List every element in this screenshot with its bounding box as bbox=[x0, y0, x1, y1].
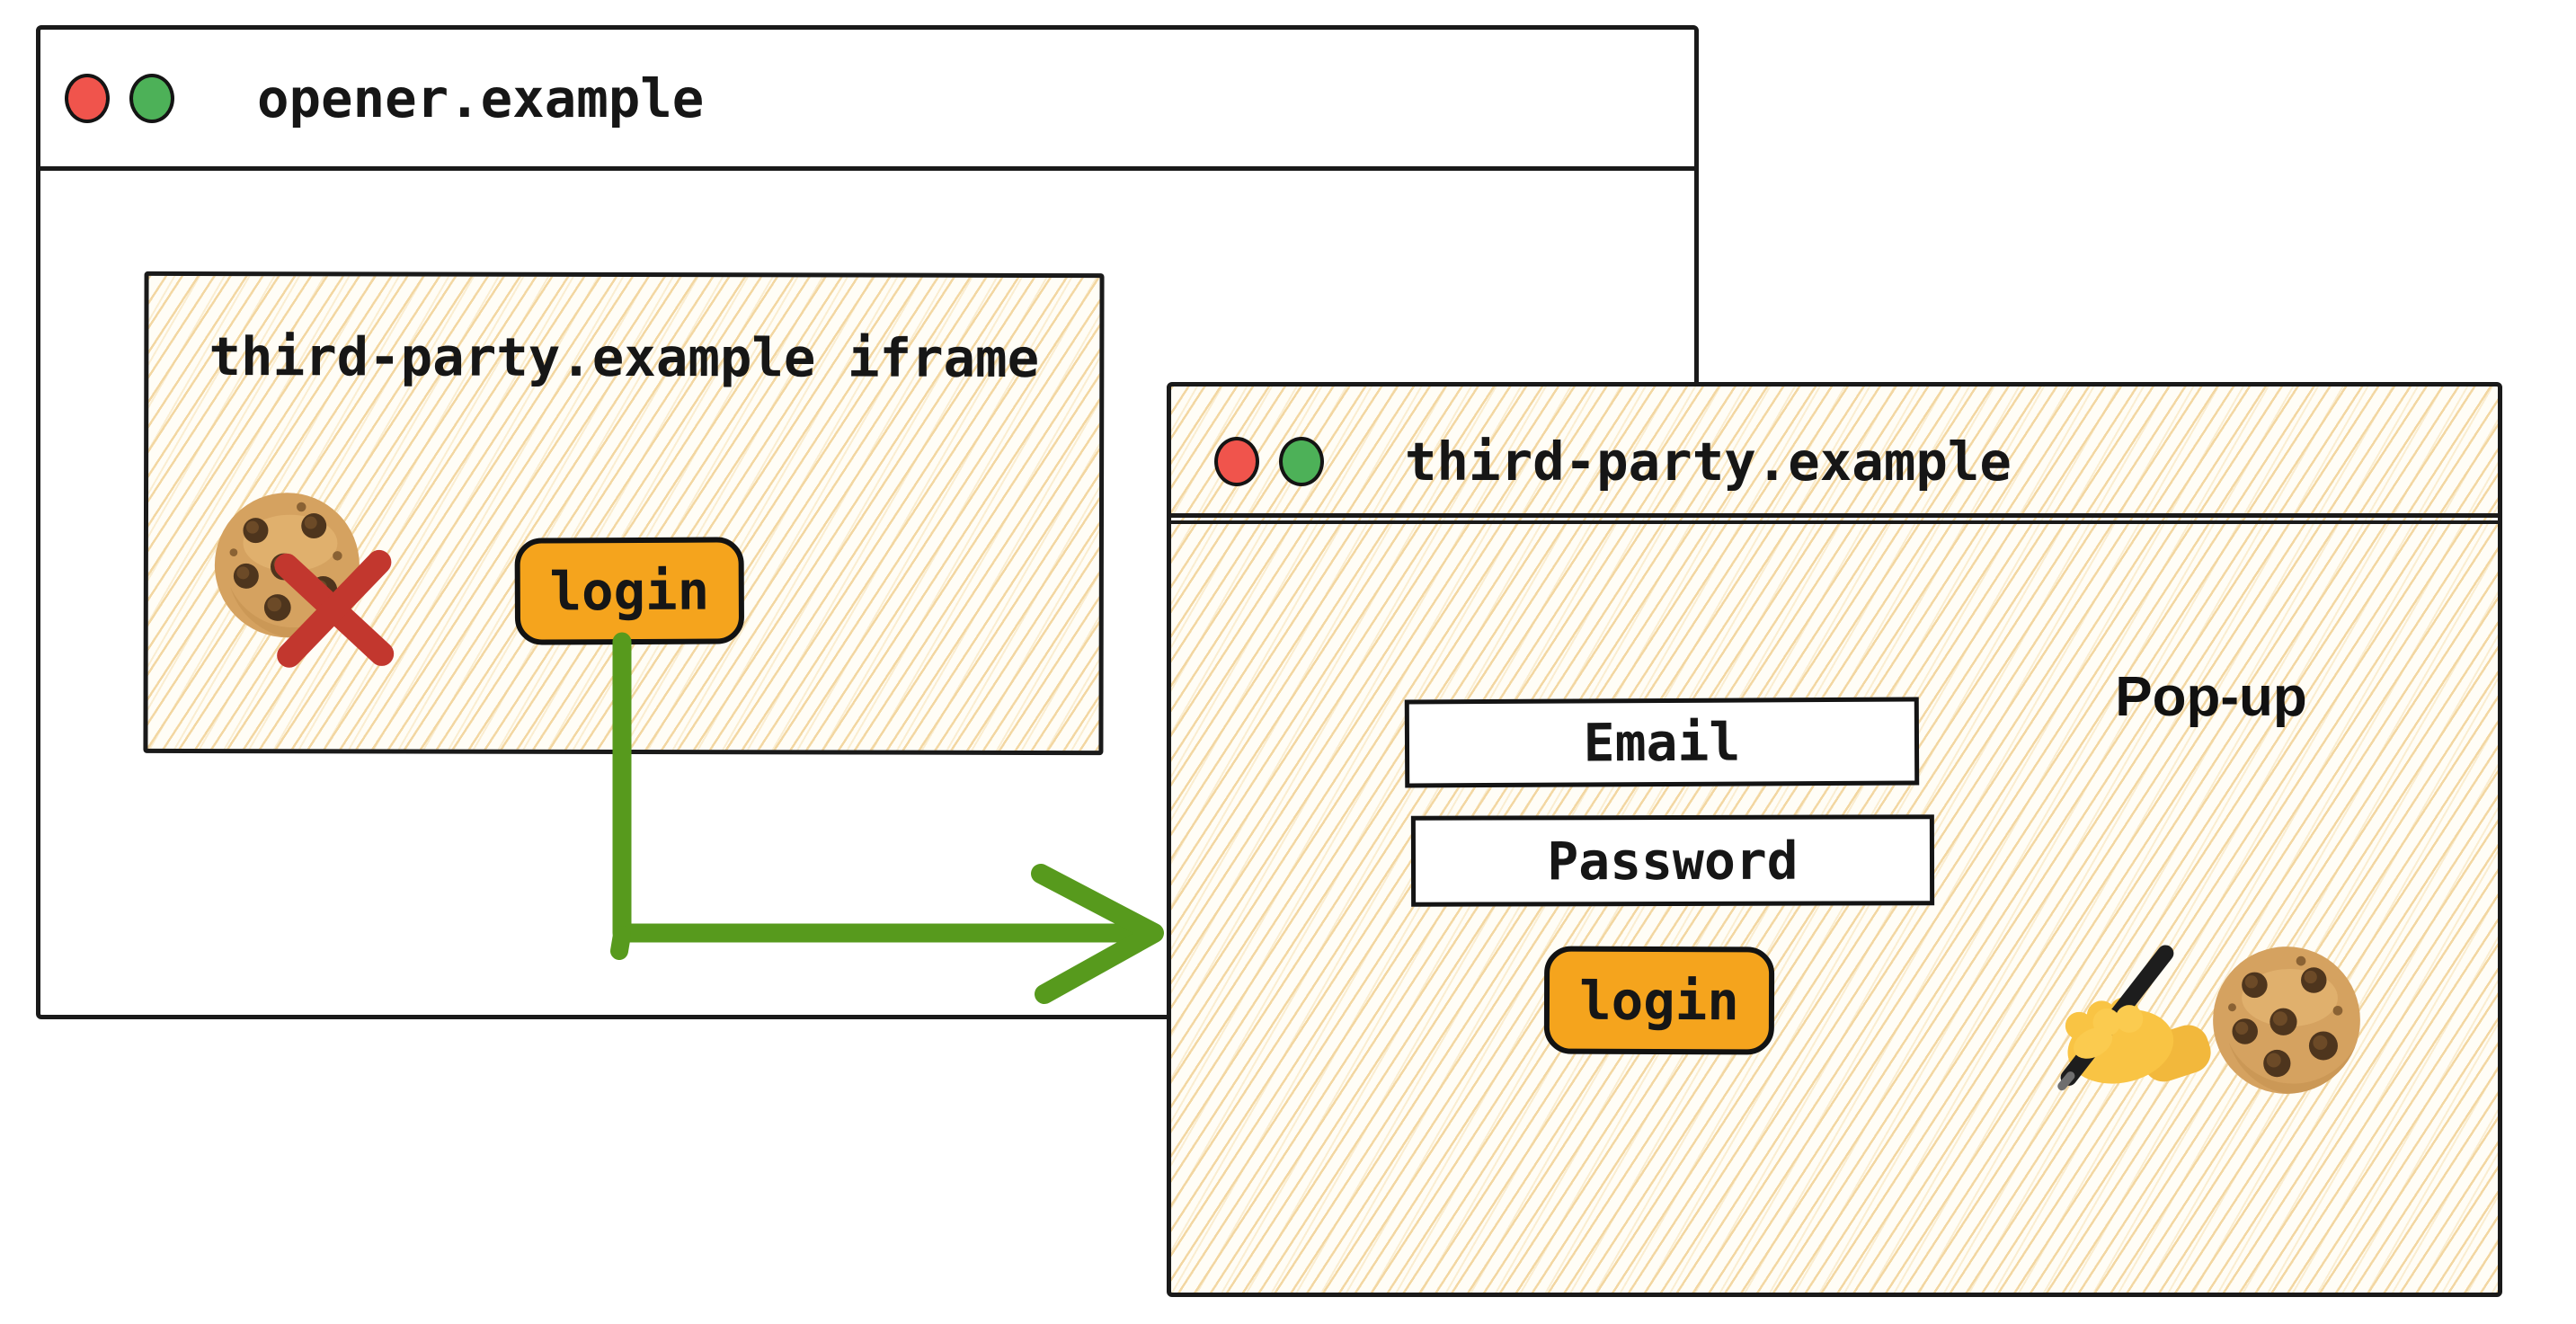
email-field[interactable]: Email bbox=[1404, 697, 1920, 788]
popup-window: third-party.example Pop-up Email Passwor… bbox=[1167, 382, 2502, 1297]
iframe-login-button[interactable]: login bbox=[514, 537, 745, 645]
popup-window-title: third-party.example bbox=[1405, 431, 2012, 493]
popup-annotation: Pop-up bbox=[2115, 666, 2307, 728]
popup-login-button[interactable]: login bbox=[1543, 946, 1775, 1055]
blocked-x-icon bbox=[267, 546, 402, 671]
writing-hand-icon bbox=[2041, 922, 2214, 1095]
password-field[interactable]: Password bbox=[1410, 814, 1935, 907]
iframe-label: third-party.example iframe bbox=[209, 325, 1040, 389]
third-party-iframe: third-party.example iframe login bbox=[143, 271, 1105, 756]
maximize-window-icon[interactable] bbox=[129, 73, 174, 123]
close-window-icon[interactable] bbox=[65, 73, 110, 123]
cookie-icon bbox=[2207, 940, 2367, 1100]
opener-titlebar: opener.example bbox=[40, 30, 1694, 171]
maximize-window-icon[interactable] bbox=[1279, 437, 1324, 486]
close-window-icon[interactable] bbox=[1214, 437, 1259, 486]
opener-window-title: opener.example bbox=[257, 67, 705, 129]
popup-titlebar: third-party.example bbox=[1169, 387, 2500, 524]
